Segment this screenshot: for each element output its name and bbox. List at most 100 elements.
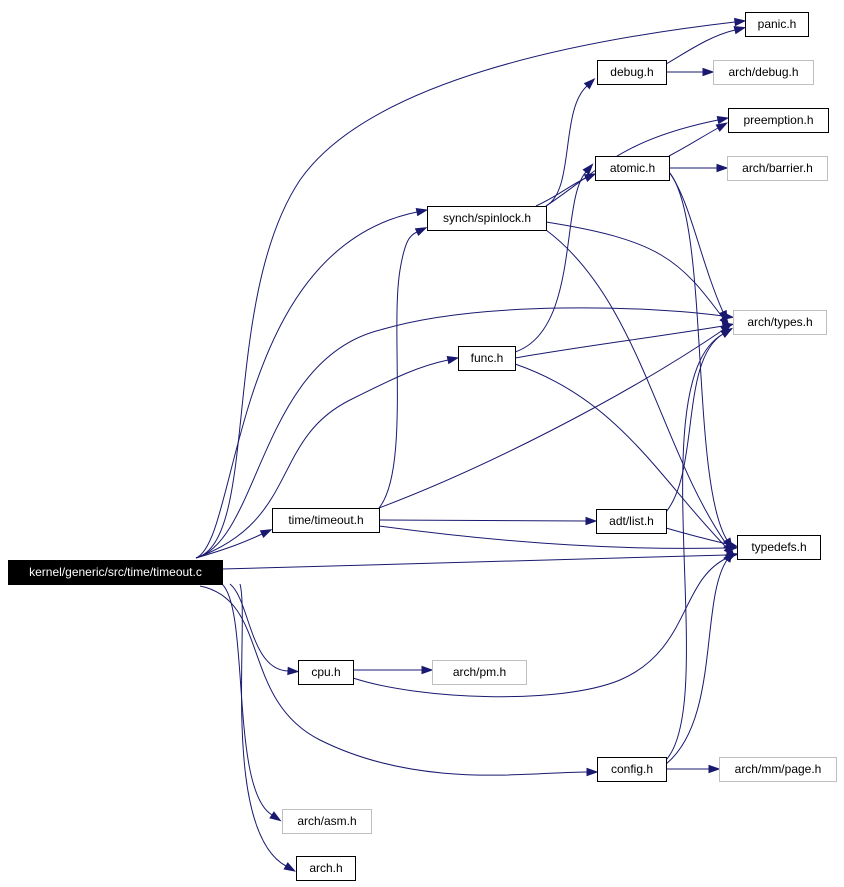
edge-line [665,333,724,761]
node-label: panic.h [758,17,797,31]
node-label: arch/debug.h [728,65,798,79]
node-label: arch/barrier.h [742,161,813,175]
arrowhead [269,811,282,822]
node-label: arch.h [309,861,342,875]
node-func[interactable]: func.h [458,346,516,371]
node-box [458,346,516,371]
edge-func-to-atomic [514,163,594,353]
node-label: arch/mm/page.h [735,762,822,776]
node-panic[interactable]: panic.h [745,12,809,37]
node-debug[interactable]: debug.h [597,60,667,85]
node-cpu[interactable]: cpu.h [298,660,354,685]
node-box [296,856,356,881]
node-label: adt/list.h [609,514,654,528]
node-time-timeout[interactable]: time/timeout.h [272,508,380,533]
edge-spinlock-to-atomic [535,173,597,207]
edge-line [195,359,449,559]
node-typedefs[interactable]: typedefs.h [737,535,821,560]
node-box [272,508,380,533]
arrowhead [259,529,273,539]
edge-debug-to-panic [665,26,747,65]
arrowhead [414,227,428,237]
edge-adt-list-to-arch-types [665,327,733,513]
edge-line [378,329,724,509]
arrowhead [446,355,460,365]
edge-line [195,307,724,559]
node-label: config.h [611,762,653,776]
node-preemption[interactable]: preemption.h [728,108,829,133]
node-box [719,757,837,782]
edge-line [229,583,289,672]
edge-line [545,221,724,319]
edge-line [378,525,728,549]
edge-line [665,527,728,545]
node-adt-list[interactable]: adt/list.h [596,509,667,534]
edge-time-timeout-to-arch-types [378,323,733,509]
node-arch-asm: arch/asm.h [282,809,372,834]
node-box [427,206,547,231]
node-box [298,660,354,685]
edge-func-to-arch-types [514,321,735,359]
arrowhead [586,767,599,777]
node-atomic[interactable]: atomic.h [595,156,670,181]
arrowhead [716,115,730,125]
edge-line [239,583,287,867]
edge-line [514,171,587,353]
edge-root-to-spinlock [195,207,429,559]
arrowhead [283,862,296,872]
edge-root-to-func [195,355,460,559]
node-label: synch/spinlock.h [443,211,531,225]
edge-root-to-cpu [229,583,300,676]
node-box [8,560,223,585]
edge-debug-to-arch-debug [666,67,715,77]
edge-line [514,325,724,359]
arrowhead [720,328,733,338]
node-arch-types: arch/types.h [733,310,827,335]
arrowhead [723,550,734,563]
arrowhead [725,539,739,548]
edge-line [545,85,588,207]
arrowhead [715,122,729,132]
edge-line [195,533,263,559]
node-label: kernel/generic/src/time/timeout.c [29,565,202,579]
edge-line [378,231,418,509]
edge-line [545,229,728,546]
edge-config-to-arch-mm-page [666,764,721,774]
node-box [713,60,814,85]
node-arch-mm-page: arch/mm/page.h [719,757,837,782]
arrowhead [583,173,597,183]
arrowhead [287,666,300,676]
node-box [595,156,670,181]
arrowhead [415,207,429,217]
edge-line [378,519,587,522]
node-label: atomic.h [610,161,655,175]
node-label: arch/types.h [747,315,812,329]
node-arch[interactable]: arch.h [296,856,356,881]
edge-line [665,29,736,65]
node-box [432,660,527,685]
node-box [745,12,809,37]
node-config[interactable]: config.h [597,757,667,782]
edge-root-to-arch-asm [221,583,282,822]
arrowhead [421,665,434,675]
edge-line [195,211,418,559]
arrowhead [708,764,721,774]
node-box [733,310,827,335]
edge-time-timeout-to-spinlock [378,227,428,509]
node-arch-debug: arch/debug.h [713,60,814,85]
edge-line [668,171,728,541]
node-label: func.h [471,351,504,365]
edge-line [352,557,728,698]
arrowhead [583,78,596,90]
edge-time-timeout-to-adt-list [378,516,598,526]
edge-atomic-to-arch-types [668,171,728,323]
node-box [597,60,667,85]
node-box [282,809,372,834]
edge-cpu-to-typedefs [352,552,738,698]
node-root[interactable]: kernel/generic/src/time/timeout.c [8,560,223,585]
node-label: arch/pm.h [453,665,506,679]
node-box [597,757,667,782]
node-label: debug.h [610,65,653,79]
node-spinlock[interactable]: synch/spinlock.h [427,206,547,231]
